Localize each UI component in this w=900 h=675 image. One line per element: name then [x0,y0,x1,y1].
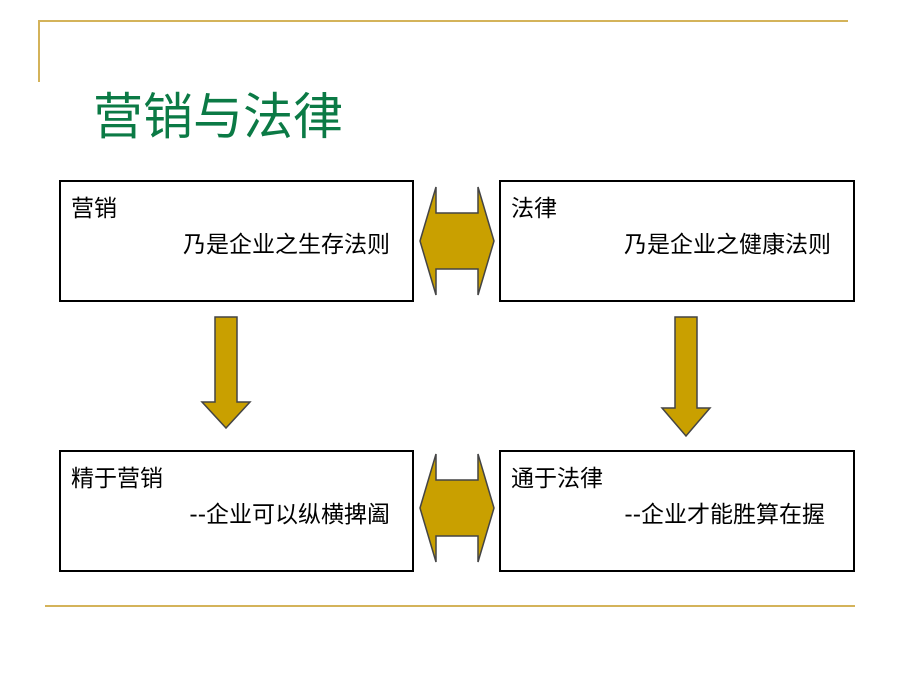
left-down-arrow [200,316,252,430]
master-law-box: 通于法律 --企业才能胜算在握 [499,450,855,572]
page-title: 营销与法律 [93,88,343,146]
master-law-box-title: 通于法律 [511,466,603,492]
bottom-double-arrow [419,453,495,563]
marketing-box-title: 营销 [71,196,117,222]
top-double-arrow-shape [419,186,495,296]
master-law-box-body: --企业才能胜算在握 [624,502,825,528]
law-box-body: 乃是企业之健康法则 [624,232,831,258]
marketing-box: 营销 乃是企业之生存法则 [59,180,414,302]
marketing-box-body: 乃是企业之生存法则 [183,232,390,258]
right-down-arrow [660,316,712,438]
bottom-double-arrow-shape [419,453,495,563]
law-box-title: 法律 [511,196,557,222]
top-decorative-line [38,20,848,22]
master-marketing-box-title: 精于营销 [71,466,163,492]
right-down-arrow-shape [660,316,712,438]
bottom-decorative-line [45,605,855,607]
left-decorative-line [38,20,40,82]
law-box: 法律 乃是企业之健康法则 [499,180,855,302]
top-double-arrow [419,186,495,296]
master-marketing-box-body: --企业可以纵横捭阖 [189,502,390,528]
left-down-arrow-shape [200,316,252,430]
master-marketing-box: 精于营销 --企业可以纵横捭阖 [59,450,414,572]
